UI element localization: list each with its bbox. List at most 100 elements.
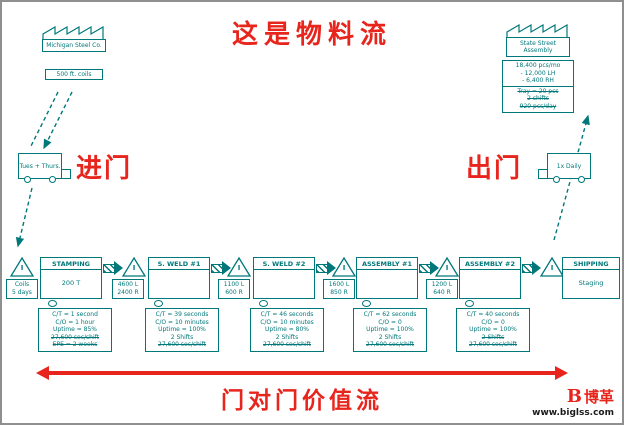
operator-icon: [362, 300, 371, 307]
databox-line: Uptime = 80%: [265, 326, 309, 334]
outbound-gate-label: 出门: [466, 154, 523, 184]
process-title: S. WELD #1: [149, 258, 209, 270]
supplier-factory: Michigan Steel Co.: [42, 26, 106, 52]
databox-line: 2 Shifts: [275, 333, 299, 341]
databox-weld1: C/T = 39 seconds C/O = 10 minutes Uptime…: [145, 308, 219, 352]
push-arrow-icon: [222, 261, 231, 275]
databox-line: 27,600 sec/shift: [469, 341, 517, 349]
databox-line: 27,600 sec/shift: [263, 341, 311, 349]
databox-line: C/O = 0: [378, 318, 402, 326]
databox-line: 27,600 sec/shift: [366, 341, 414, 349]
customer-factory: State Street Assembly: [506, 24, 570, 57]
push-arrow-icon: [430, 261, 439, 275]
customer-demand-struck: 2 shifts: [527, 95, 549, 103]
databox-line: 27,600 sec/shift: [51, 333, 99, 341]
customer-demand: - 6,400 RH: [522, 77, 554, 85]
databox-line: Uptime = 100%: [469, 326, 517, 334]
databox-line: Uptime = 85%: [53, 326, 97, 334]
inventory-label: 1200 L 640 R: [426, 279, 458, 299]
databox-line: C/T = 39 seconds: [155, 311, 209, 318]
truck-cab-icon: [61, 169, 71, 179]
process-box-weld2: S. WELD #2: [253, 257, 315, 299]
inventory-symbol: I: [445, 264, 449, 272]
truck-wheel-icon: [24, 176, 31, 183]
databox-line: C/O = 10 minutes: [260, 318, 314, 326]
push-arrow-icon: [114, 261, 123, 275]
biglss-logo-name: 博革: [583, 388, 614, 406]
biglss-logo-icon: B: [566, 385, 582, 407]
inbound-gate-label: 进门: [76, 154, 133, 184]
supplier-coils-note: 500 ft. coils: [45, 69, 103, 80]
databox-stamping: C/T = 1 second C/O = 1 hour Uptime = 85%…: [38, 308, 112, 352]
process-box-assembly1: ASSEMBLY #1: [356, 257, 418, 299]
databox-weld2: C/T = 46 seconds C/O = 10 minutes Uptime…: [250, 308, 324, 352]
process-box-shipping: SHIPPING Staging: [562, 257, 620, 299]
inventory-qty: 1200 L: [431, 281, 453, 288]
databox-assembly2: C/T = 40 seconds C/O = 0 Uptime = 100% 2…: [456, 308, 530, 352]
inventory-triangle-icon: I: [434, 256, 460, 277]
door-to-door-label: 门对门价值流: [221, 388, 383, 414]
databox-line: C/T = 62 seconds: [363, 311, 417, 318]
inventory-qty: 5 days: [12, 288, 32, 296]
databox-line: Uptime = 100%: [158, 326, 206, 334]
inventory-qty: 4600 L: [117, 281, 139, 288]
inventory-label: Coils 5 days: [6, 279, 38, 299]
databox-line: C/T = 1 second: [52, 311, 98, 318]
process-box-weld1: S. WELD #1: [148, 257, 210, 299]
double-arrow-right-head: [555, 366, 568, 380]
inventory-symbol: I: [237, 264, 241, 272]
databox-line: C/O = 10 minutes: [155, 318, 209, 326]
customer-demand: - 12,000 LH: [520, 69, 556, 77]
inventory-triangle-icon: I: [121, 256, 147, 277]
inventory-symbol: I: [132, 264, 136, 272]
push-arrow-icon: [532, 261, 541, 275]
door-to-door-arrow: [48, 371, 556, 375]
inventory-qty: 2400 R: [117, 288, 139, 296]
process-title: S. WELD #2: [254, 258, 314, 270]
factory-roof-icon: [506, 24, 568, 37]
process-box-stamping: STAMPING 200 T: [40, 257, 102, 299]
factory-roof-icon: [42, 26, 104, 39]
inventory-qty: 640 R: [433, 288, 451, 296]
operator-icon: [48, 300, 57, 307]
databox-line: 2 Shifts: [481, 333, 505, 341]
push-arrow-icon: [327, 261, 336, 275]
truck-wheel-icon: [578, 176, 585, 183]
customer-data-box: 18,400 pcs/mo - 12,000 LH - 6,400 RH Tra…: [502, 60, 574, 113]
inventory-qty: 850 R: [330, 288, 348, 296]
inventory-triangle-icon: I: [9, 256, 35, 277]
inventory-label: 4600 L 2400 R: [112, 279, 144, 299]
customer-demand: 18,400 pcs/mo: [515, 62, 561, 69]
inventory-label: 1600 L 850 R: [323, 279, 355, 299]
operator-icon: [154, 300, 163, 307]
page-title: 这是物料流: [231, 20, 392, 50]
databox-line: C/T = 46 seconds: [260, 311, 314, 318]
databox-line: C/O = 0: [481, 318, 505, 326]
inventory-qty: Coils: [14, 281, 30, 288]
process-title: STAMPING: [41, 258, 101, 270]
double-arrow-left-head: [36, 366, 49, 380]
truck-wheel-icon: [49, 176, 56, 183]
databox-line: EPE = 2 weeks: [52, 341, 98, 349]
process-box-assembly2: ASSEMBLY #2: [459, 257, 521, 299]
biglss-site-url: www.biglss.com: [532, 408, 614, 418]
process-detail: Staging: [578, 279, 604, 287]
inventory-triangle-icon: I: [539, 256, 565, 277]
outbound-truck-icon: 1x Daily: [538, 153, 591, 183]
customer-demand-struck: Tray = 20 pcs: [503, 85, 573, 96]
databox-line: Uptime = 100%: [366, 326, 414, 334]
biglss-logo: B 博革 www.biglss.com: [532, 386, 614, 418]
databox-line: C/T = 40 seconds: [466, 311, 520, 318]
inventory-qty: 1600 L: [328, 281, 350, 288]
truck-cab-icon: [538, 169, 548, 179]
databox-line: 2 Shifts: [170, 333, 194, 341]
process-title: ASSEMBLY #1: [357, 258, 417, 270]
customer-name: State Street Assembly: [506, 37, 570, 57]
customer-demand-struck: 920 pcs/day: [519, 102, 557, 110]
databox-line: 2 Shifts: [378, 333, 402, 341]
inventory-qty: 600 R: [225, 288, 243, 296]
inventory-qty: 1100 L: [223, 281, 245, 288]
inventory-symbol: I: [550, 264, 554, 272]
inbound-truck-icon: Tues + Thurs.: [18, 153, 71, 183]
